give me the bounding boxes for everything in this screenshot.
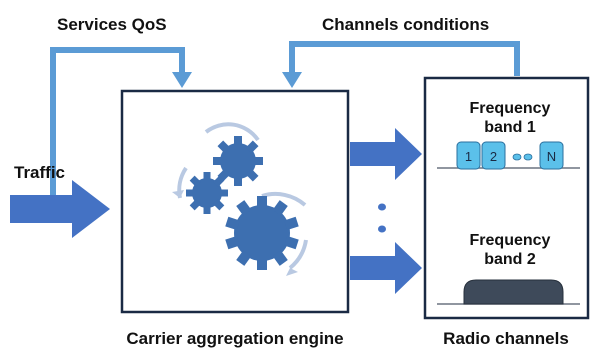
band2-label-line2: band 2	[484, 251, 536, 268]
band1-block-n-label: N	[547, 149, 556, 164]
band1-label-line2: band 1	[484, 119, 536, 136]
rotation-arrowhead-icon	[286, 268, 298, 276]
band2-label-line1: Frequency	[470, 232, 551, 249]
rotation-arrowhead-icon	[172, 190, 184, 198]
band1-gap-dot	[512, 153, 522, 161]
ellipsis-dot	[378, 203, 386, 211]
band1-block-1-label: 1	[465, 149, 472, 164]
services-qos-line	[50, 47, 185, 195]
engine-label: Carrier aggregation engine	[126, 329, 343, 348]
services-qos-label: Services QoS	[57, 15, 167, 34]
ellipsis-dot	[378, 225, 386, 233]
traffic-label: Traffic	[14, 163, 65, 182]
services-qos-arrowhead	[172, 72, 192, 88]
radio-channels-box	[423, 76, 590, 320]
gear-large-icon	[225, 196, 299, 270]
channels-conditions-label: Channels conditions	[322, 15, 489, 34]
band1-block-n	[539, 141, 564, 170]
output-arrow-band2	[350, 242, 422, 294]
band1-label-line1: Frequency	[470, 100, 551, 117]
band1-gap-dot	[523, 153, 533, 161]
band1-block-1	[456, 141, 481, 170]
gear-small-left-icon	[186, 172, 228, 214]
traffic-arrow	[10, 180, 110, 238]
band1-block-2-label: 2	[490, 149, 497, 164]
rotation-arrow-icon	[261, 191, 307, 207]
band1-block-2	[481, 141, 506, 170]
rotation-arrow-icon	[288, 239, 308, 270]
channels-conditions-arrowhead	[282, 72, 302, 88]
carrier-aggregation-engine-box	[120, 89, 350, 314]
gears-icon	[172, 122, 308, 276]
band2-block	[463, 279, 564, 305]
gear-small-top-icon	[213, 136, 263, 186]
radio-channels-label: Radio channels	[443, 329, 569, 348]
channels-conditions-line	[289, 41, 520, 76]
rotation-arrow-icon	[204, 122, 260, 142]
output-arrow-band1	[350, 128, 422, 180]
